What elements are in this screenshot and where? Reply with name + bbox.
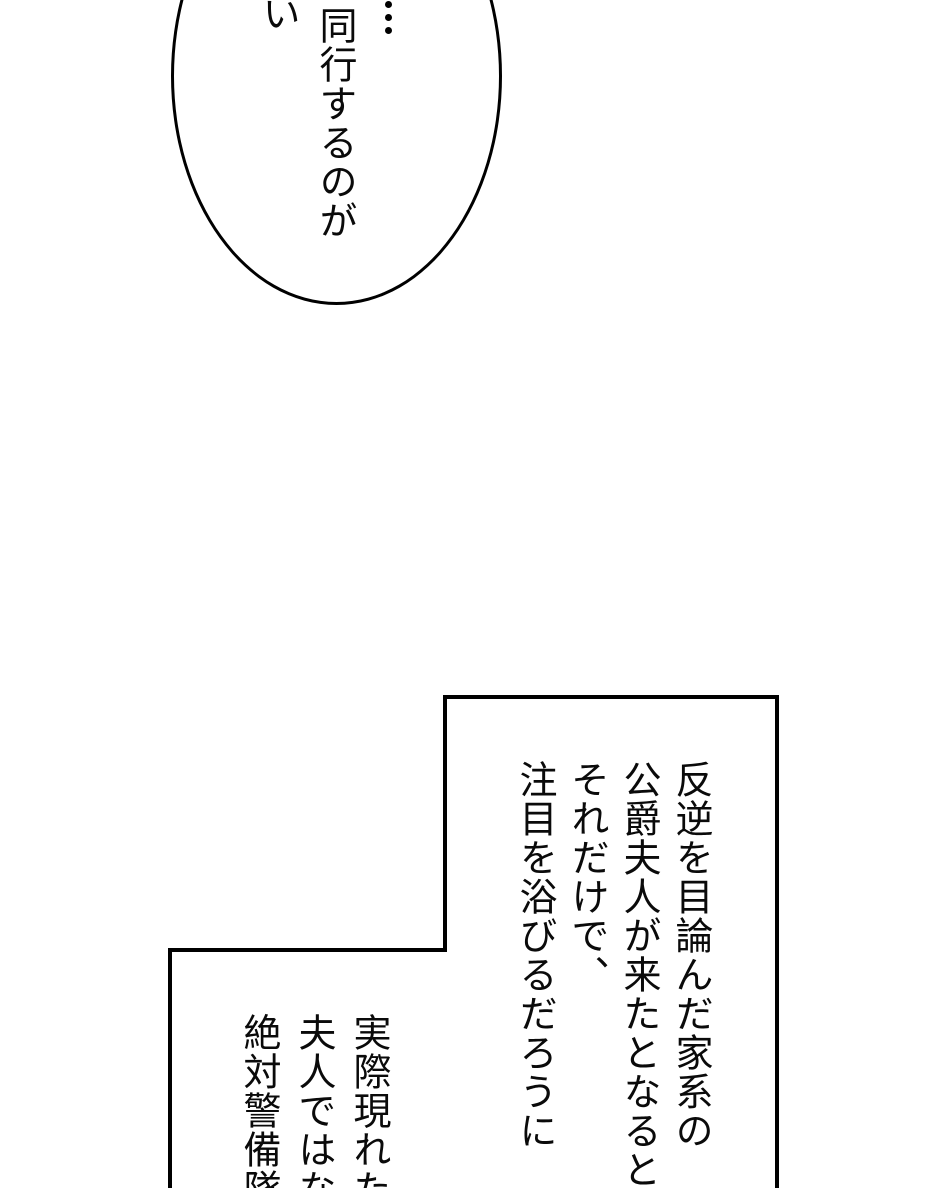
ellipsis-dot bbox=[385, 14, 392, 21]
vertical-ellipsis-icon: … bbox=[385, 0, 393, 36]
ellipsis-dot bbox=[385, 1, 392, 8]
panel-monologue-main: 反逆を目論んだ家系の 公爵夫人が来たとなると それだけで、 注目を浴びるだろうに bbox=[513, 760, 711, 1188]
panel-monologue-secondary: 実際現れた 夫人ではな 絶対警備隊 bbox=[237, 1013, 389, 1188]
ellipsis-dot bbox=[385, 27, 392, 34]
bubble-text-line1: 同行するのが bbox=[313, 6, 355, 240]
bubble-text-line2: い bbox=[256, 0, 298, 33]
